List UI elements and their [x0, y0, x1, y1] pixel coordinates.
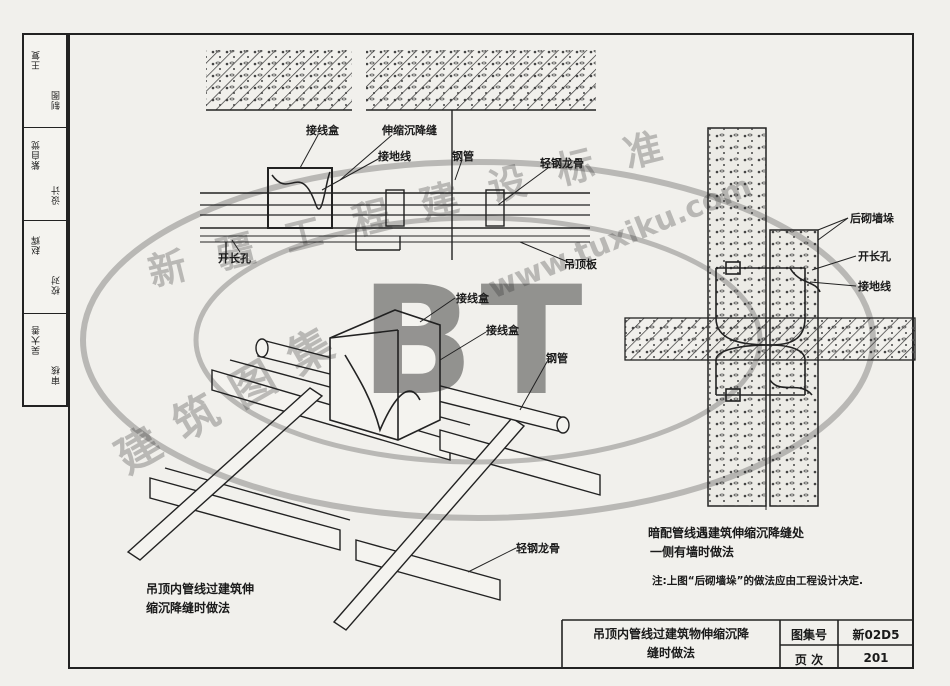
concrete-slab-right: [366, 50, 596, 111]
label-wall-stack: 后砌墙垛: [850, 212, 894, 225]
caption-left-line2: 缩沉降缝时做法: [146, 601, 231, 615]
watermark-logo: BT: [360, 255, 589, 429]
junction-box-3d: [329, 309, 441, 441]
page-value: 201: [863, 651, 889, 665]
label-expansion-joint: 伸缩沉降缝: [382, 124, 437, 137]
title-line2: 缝时做法: [646, 646, 695, 660]
caption-right-line2: 一侧有墙时做法: [650, 545, 735, 559]
page-label: 页 次: [794, 653, 824, 667]
title-line1: 吊顶内管线过建筑物伸缩沉降: [592, 627, 749, 641]
hanger-rods: [126, 387, 526, 631]
label-light-keel-bottom: 轻钢龙骨: [516, 542, 560, 555]
leaders-top: [231, 134, 569, 263]
title-block-title: 吊顶内管线过建筑物伸缩沉降 缝时做法: [564, 625, 778, 663]
caption-left: 吊顶内管线过建筑伸 缩沉降缝时做法: [146, 580, 254, 618]
label-ground-wire-top: 接地线: [378, 150, 411, 163]
label-opening-hole-left: 开长孔: [218, 252, 251, 265]
label-opening-hole-right: 开长孔: [858, 250, 891, 263]
title-block-frame: [561, 619, 914, 669]
label-junction-box-mid1: 接线盒: [456, 292, 489, 305]
caption-left-line1: 吊顶内管线过建筑伸: [146, 582, 255, 596]
concrete-slab-left: [206, 50, 352, 111]
label-light-keel-top: 轻钢龙骨: [540, 157, 584, 170]
caption-right: 暗配管线遇建筑伸缩沉降缝处 一侧有墙时做法: [648, 524, 804, 562]
leaders-right: [809, 217, 857, 287]
label-ceiling-board: 吊顶板: [564, 258, 597, 271]
label-ground-wire-right: 接地线: [858, 280, 891, 293]
label-steel-pipe-top: 钢管: [452, 150, 474, 163]
atlas-label: 图集号: [790, 628, 827, 642]
label-junction-box-top: 接线盒: [306, 124, 339, 137]
label-steel-pipe-mid: 钢管: [546, 352, 568, 365]
watermark-shapes: [80, 159, 876, 521]
wall-conduits: [715, 261, 821, 402]
leaders-mid: [419, 297, 549, 573]
atlas-value: 新02D5: [852, 628, 900, 642]
wall-section: [624, 127, 916, 510]
label-junction-box-mid2: 接线盒: [486, 324, 519, 337]
approval-strip: 审核 吴大善 校对 赵辉 设计 紫自觉 制图 王复: [22, 33, 68, 407]
caption-right-line1: 暗配管线遇建筑伸缩沉降缝处: [648, 526, 805, 540]
note-text: 注:上图“后砌墙垛”的做法应由工程设计决定.: [652, 575, 863, 587]
